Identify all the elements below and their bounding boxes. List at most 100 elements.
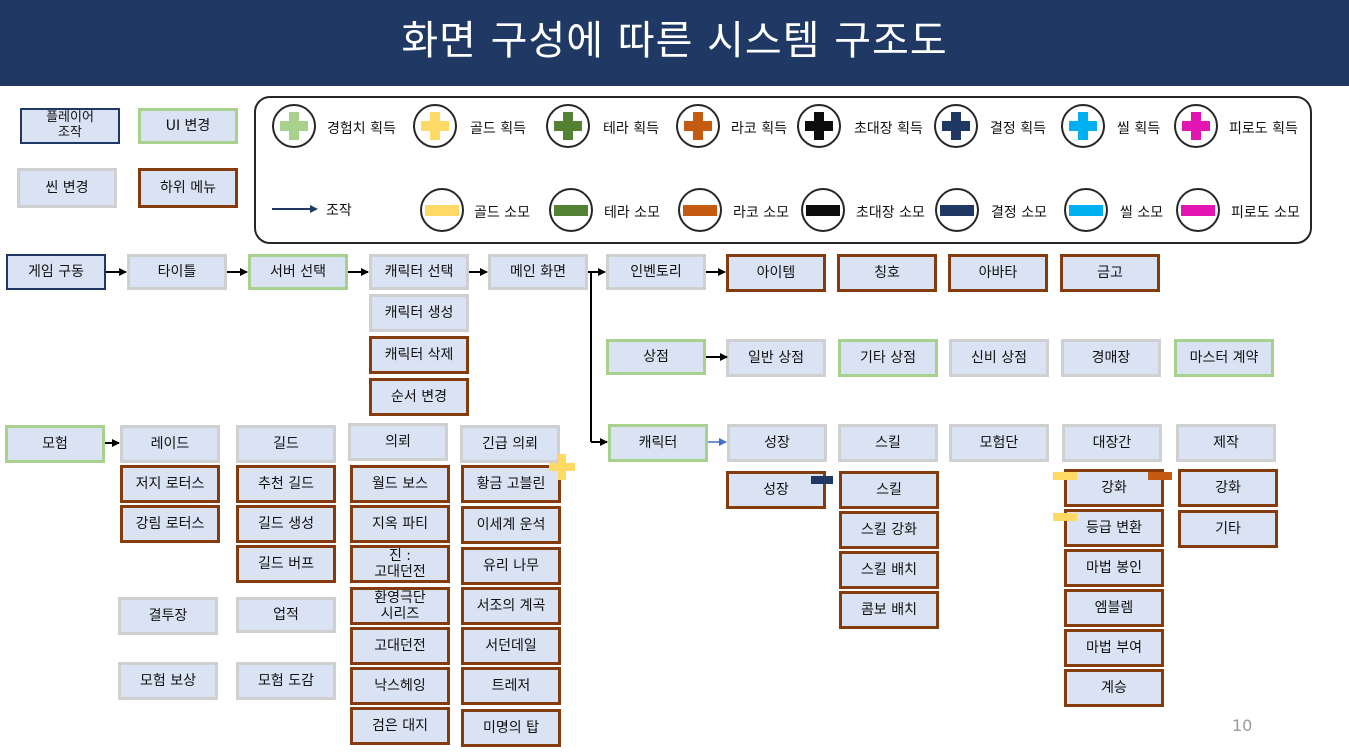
request-item: 낙스헤잉: [350, 667, 450, 705]
raid-box: 레이드: [120, 425, 220, 463]
legend-ui-change: UI 변경: [138, 108, 238, 144]
legend-cost-gold-label: 골드 소모: [474, 205, 530, 221]
guild-item: 길드 버프: [236, 545, 336, 583]
gold-gain-marker-icon: [549, 454, 575, 480]
server-select-box: 서버 선택: [248, 254, 348, 290]
shop-item: 기타 상점: [838, 339, 938, 377]
achievement-box: 업적: [236, 597, 336, 633]
legend-gain-seed-label: 씰 획득: [1117, 121, 1161, 137]
legend-gain-exp-label: 경험치 획득: [327, 121, 396, 137]
legend-cost-rakko-label: 라코 소모: [733, 205, 789, 221]
legend-gain-great_hall-icon: [797, 104, 841, 148]
request-item: 고대던전: [350, 627, 450, 665]
legend-sub-menu: 하위 메뉴: [138, 168, 238, 208]
title-bar: [0, 0, 1349, 86]
skill-sub-item: 스킬 강화: [839, 511, 939, 549]
character-box: 캐릭터: [608, 424, 708, 462]
legend-cost-gold-icon: [420, 188, 464, 232]
inventory-item: 아이템: [726, 254, 826, 292]
title-screen-box: 타이틀: [127, 254, 227, 290]
legend-cost-crystal-icon: [935, 188, 979, 232]
guild-box: 길드: [236, 425, 336, 463]
shop-item: 마스터 계약: [1174, 339, 1274, 377]
legend-gain-terra-label: 테라 획득: [603, 121, 659, 137]
crystal-cost-marker-icon: [811, 469, 833, 484]
legend-cost-crystal-label: 결정 소모: [991, 205, 1047, 221]
request-item: 환영극단 시리즈: [350, 587, 450, 625]
guild-item: 추천 길드: [236, 465, 336, 503]
order-change-box: 순서 변경: [369, 378, 469, 416]
legend-gain-gold-icon: [413, 104, 457, 148]
page-title: 화면 구성에 따른 시스템 구조도: [401, 18, 948, 64]
shop-box: 상점: [606, 339, 706, 375]
raid-item: 저지 로터스: [120, 465, 220, 503]
request-item: 진 : 고대던전: [350, 545, 450, 583]
skill-sub-item: 스킬: [839, 471, 939, 509]
urgent-request-item: 트레저: [461, 667, 561, 705]
request-box: 의뢰: [348, 423, 448, 461]
legend-gain-crystal-label: 결정 획득: [990, 121, 1046, 137]
legend-cost-fatigue-label: 피로도 소모: [1231, 205, 1300, 221]
shop-item: 신비 상점: [949, 339, 1049, 377]
legend-cost-seed-label: 씰 소모: [1120, 205, 1164, 221]
legend-cost-terra-icon: [549, 188, 593, 232]
raid-item: 강림 로터스: [120, 505, 220, 543]
arena-box: 결투장: [118, 597, 218, 635]
skill-sub-item: 스킬 배치: [839, 551, 939, 589]
inventory-item: 아바타: [948, 254, 1048, 292]
urgent-request-box: 긴급 의뢰: [460, 425, 560, 463]
smithy-sub-item: 마법 봉인: [1064, 549, 1164, 587]
character-tab: 제작: [1176, 424, 1276, 462]
adventure-box: 모험: [5, 425, 105, 463]
urgent-request-item: 유리 나무: [461, 547, 561, 585]
legend-gain-rakko-icon: [676, 104, 720, 148]
craft-sub-item: 기타: [1178, 510, 1278, 548]
adventure-reward-box: 모험 보상: [118, 662, 218, 700]
request-item: 월드 보스: [350, 465, 450, 503]
character-select-box: 캐릭터 선택: [369, 254, 469, 290]
inventory-box: 인벤토리: [606, 254, 706, 290]
urgent-request-item: 황금 고블린: [461, 465, 561, 503]
legend-gain-fatigue-label: 피로도 획득: [1229, 121, 1298, 137]
legend-cost-great_hall-icon: [801, 188, 845, 232]
smithy-sub-item: 계승: [1064, 669, 1164, 707]
shop-item: 경매장: [1061, 339, 1161, 377]
legend-scene-change: 씬 변경: [17, 168, 117, 208]
legend-cost-seed-icon: [1064, 188, 1108, 232]
smithy-sub-item: 엠블렘: [1064, 589, 1164, 627]
legend-cost-terra-label: 테라 소모: [604, 205, 660, 221]
urgent-request-item: 미명의 탑: [461, 709, 561, 747]
legend-cost-great_hall-label: 초대장 소모: [856, 205, 925, 221]
character-tab: 스킬: [838, 424, 938, 462]
gold-cost-marker-icon: [1053, 506, 1077, 521]
urgent-request-item: 이세계 운석: [461, 506, 561, 544]
skill-sub-item: 콤보 배치: [839, 591, 939, 629]
smithy-sub-item: 등급 변환: [1064, 509, 1164, 547]
legend-gain-seed-icon: [1061, 104, 1105, 148]
craft-sub-item: 강화: [1178, 469, 1278, 507]
smithy-sub-item: 마법 부여: [1064, 629, 1164, 667]
rakko-cost-marker-icon: [1148, 465, 1172, 480]
smithy-sub-item: 강화: [1064, 469, 1164, 507]
legend-gain-great_hall-label: 초대장 획득: [854, 121, 923, 137]
legend-gain-fatigue-icon: [1174, 104, 1218, 148]
game-start-box: 게임 구동: [6, 254, 106, 290]
legend-cost-fatigue-icon: [1176, 188, 1220, 232]
legend-gain-exp-icon: [272, 104, 316, 148]
legend-gain-rakko-label: 라코 획득: [731, 121, 787, 137]
character-create-box: 캐릭터 생성: [369, 294, 469, 332]
urgent-request-item: 서던데일: [461, 627, 561, 665]
main-screen-box: 메인 화면: [488, 254, 588, 290]
character-tab: 성장: [727, 424, 827, 462]
legend-arrow-label: 조작: [326, 203, 352, 219]
request-item: 검은 대지: [350, 707, 450, 745]
request-item: 지옥 파티: [350, 505, 450, 543]
legend-gain-gold-label: 골드 획득: [470, 121, 526, 137]
character-delete-box: 캐릭터 삭제: [369, 336, 469, 374]
legend-gain-terra-icon: [546, 104, 590, 148]
gold-cost-marker-icon: [1053, 465, 1077, 480]
adventure-encyclopedia-box: 모험 도감: [236, 662, 336, 700]
guild-item: 길드 생성: [236, 505, 336, 543]
shop-item: 일반 상점: [726, 339, 826, 377]
character-tab: 모험단: [949, 424, 1049, 462]
